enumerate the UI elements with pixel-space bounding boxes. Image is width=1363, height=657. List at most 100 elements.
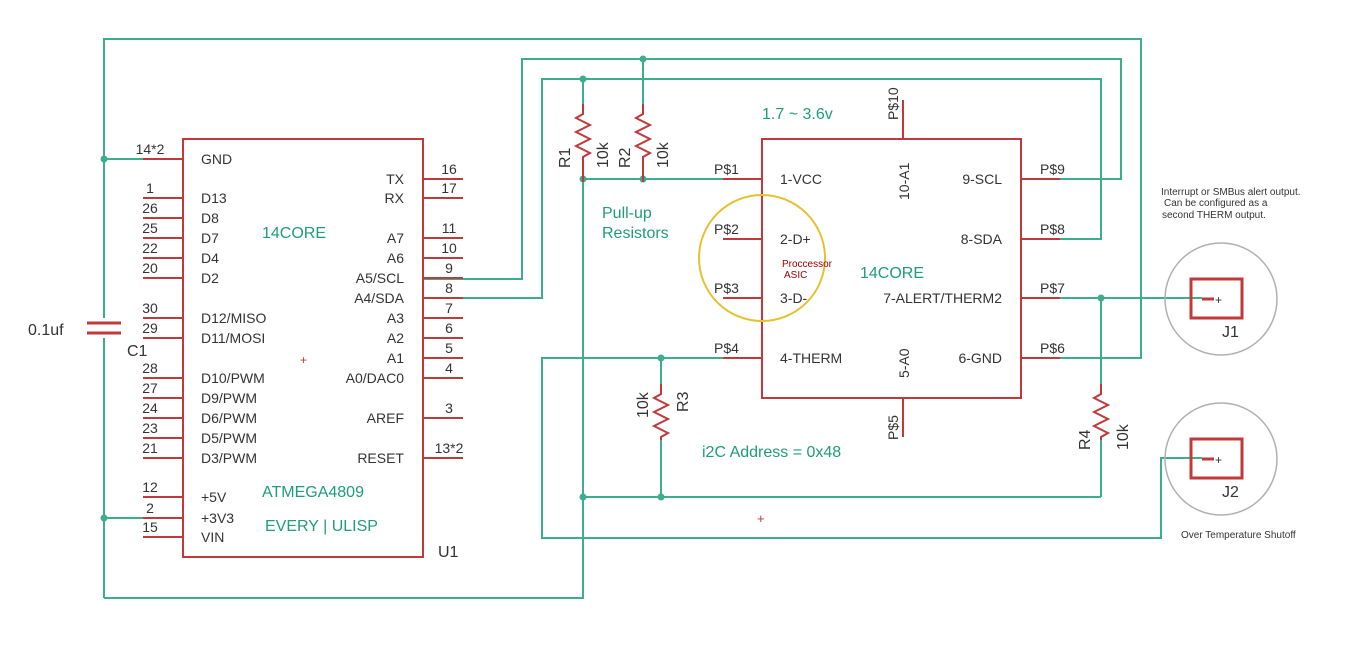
junction-dot [657,354,665,362]
wire-scl [423,58,1122,280]
u1-right-pin-number: 5 [445,340,453,356]
u1-right-pin-label: RESET [357,450,404,466]
sensor-right-pad: P$8 [1040,221,1065,237]
u1-right-pin-number: 17 [441,180,457,196]
wire-3v3-bottom [104,182,584,599]
asic-label-2: ASIC [784,270,807,281]
u1-right-pin-number: 9 [445,260,453,276]
u1-left-pin-number: 26 [142,200,158,216]
j2-ring [1164,402,1278,516]
u1-right-pin-number: 13*2 [435,440,464,456]
u1-left-pin-number: 12 [142,479,158,495]
sensor-left-pin-label: 2-D+ [780,231,811,247]
u1-right-pin-number: 8 [445,280,453,296]
u1-right-pin-label: A0/DAC0 [346,370,405,386]
interrupt-note-3: second THERM output. [1162,210,1266,221]
u1-left-pin-label: D9/PWM [201,390,257,406]
u1-right-pin-label: A3 [387,310,404,326]
capacitor-c1: 0.1uf C1 [28,321,148,360]
u1-chip: 14*2GND1D1326D825D722D420D230D12/MISO29D… [136,138,464,561]
u1-left-pin-label: D4 [201,250,219,266]
interrupt-note-2: Can be configured as a [1164,198,1268,209]
r4-ref: R4 [1077,429,1094,450]
u1-left-pin-number: 22 [142,240,158,256]
u1-left-pin-number: 21 [142,440,158,456]
cap-ref: C1 [127,343,148,360]
connector-j2: + J2 [1164,402,1278,516]
r1-value: 10k [595,141,612,168]
r3-value: 10k [635,391,652,418]
u1-left-pin-label: GND [201,151,232,167]
wire-sda [423,78,1102,299]
sensor-right-pad: P$6 [1040,340,1065,356]
junction-dot [100,155,108,163]
u1-left-pins: 14*2GND1D1326D825D722D420D230D12/MISO29D… [136,141,267,545]
u1-right-pin-label: A4/SDA [354,290,404,306]
sensor-right-pins: P$99-SCLP$88-SDAP$77-ALERT/THERM2P$66-GN… [883,161,1065,366]
sensor-voltage: 1.7 ~ 3.6v [762,106,833,123]
r3-ref: R3 [675,391,692,412]
u1-left-pin-number: 30 [142,300,158,316]
u1-left-pin-number: 20 [142,260,158,276]
junction-dot [1097,294,1105,302]
u1-left-pin-label: D10/PWM [201,370,265,386]
junction-dot [579,493,587,501]
interrupt-note-1: Interrupt or SMBus alert output. [1161,187,1301,198]
u1-left-pin-label: VIN [201,529,224,545]
u1-right-pin-label: TX [386,171,405,187]
u1-right-pin-number: 4 [445,360,453,376]
u1-right-pin-number: 11 [442,220,457,236]
junction-dot [639,55,647,63]
u1-left-pin-number: 25 [142,220,158,236]
j1-ref: J1 [1222,324,1239,341]
sensor-right-pin-label: 9-SCL [962,171,1002,187]
u1-left-pin-label: D7 [201,230,219,246]
j2-plus: + [1215,453,1222,467]
u1-brand: 14CORE [262,225,326,242]
u1-left-pin-label: +3V3 [201,510,234,526]
u1-right-pin-number: 6 [445,320,453,336]
sensor-right-pin-label: 6-GND [958,350,1002,366]
cap-value: 0.1uf [28,322,64,339]
u1-right-pin-number: 10 [441,240,457,256]
u1-left-pin-number: 23 [142,420,158,436]
sensor-brand: 14CORE [860,265,924,282]
u1-left-pin-label: D6/PWM [201,410,257,426]
u1-left-pin-number: 29 [142,320,158,336]
sensor-left-pin-label: 1-VCC [780,171,822,187]
u1-subtitle: EVERY | ULISP [265,518,378,535]
u1-right-pin-label: AREF [367,410,404,426]
u1-right-pin-number: 3 [445,400,453,416]
shutoff-note: Over Temperature Shutoff [1181,530,1296,541]
u1-left-pin-label: D5/PWM [201,430,257,446]
u1-right-pin-label: A5/SCL [356,270,404,286]
sensor-right-pin-label: 8-SDA [961,231,1003,247]
u1-body [182,138,424,558]
sensor-left-pad: P$2 [714,221,739,237]
connector-j1: + J1 [1164,242,1278,356]
pullup-label-2: Resistors [602,225,669,242]
wire-therm [541,357,1202,539]
pullup-label-1: Pull-up [602,205,652,222]
u1-left-pin-number: 27 [142,380,158,396]
asic-label-1: Proccessor [782,259,833,270]
r1-ref: R1 [557,147,574,168]
j1-body [1189,277,1244,320]
j1-plus: + [1215,293,1222,307]
resistor-r3-body [651,384,671,440]
junction-dot [657,493,665,501]
sensor-body [761,138,1022,399]
resistor-r4-body [1091,384,1111,440]
u1-part-name: ATMEGA4809 [262,484,364,501]
r4-value: 10k [1115,423,1132,450]
u1-left-pin-number: 2 [146,500,154,516]
i2c-address-label: i2C Address = 0x48 [702,444,841,461]
j1-ring [1164,242,1278,356]
u1-right-pin-number: 16 [441,161,457,177]
sensor-bottom-pad: P$5 [885,415,901,440]
u1-left-pin-number: 24 [142,400,158,416]
u1-left-pin-label: D3/PWM [201,450,257,466]
